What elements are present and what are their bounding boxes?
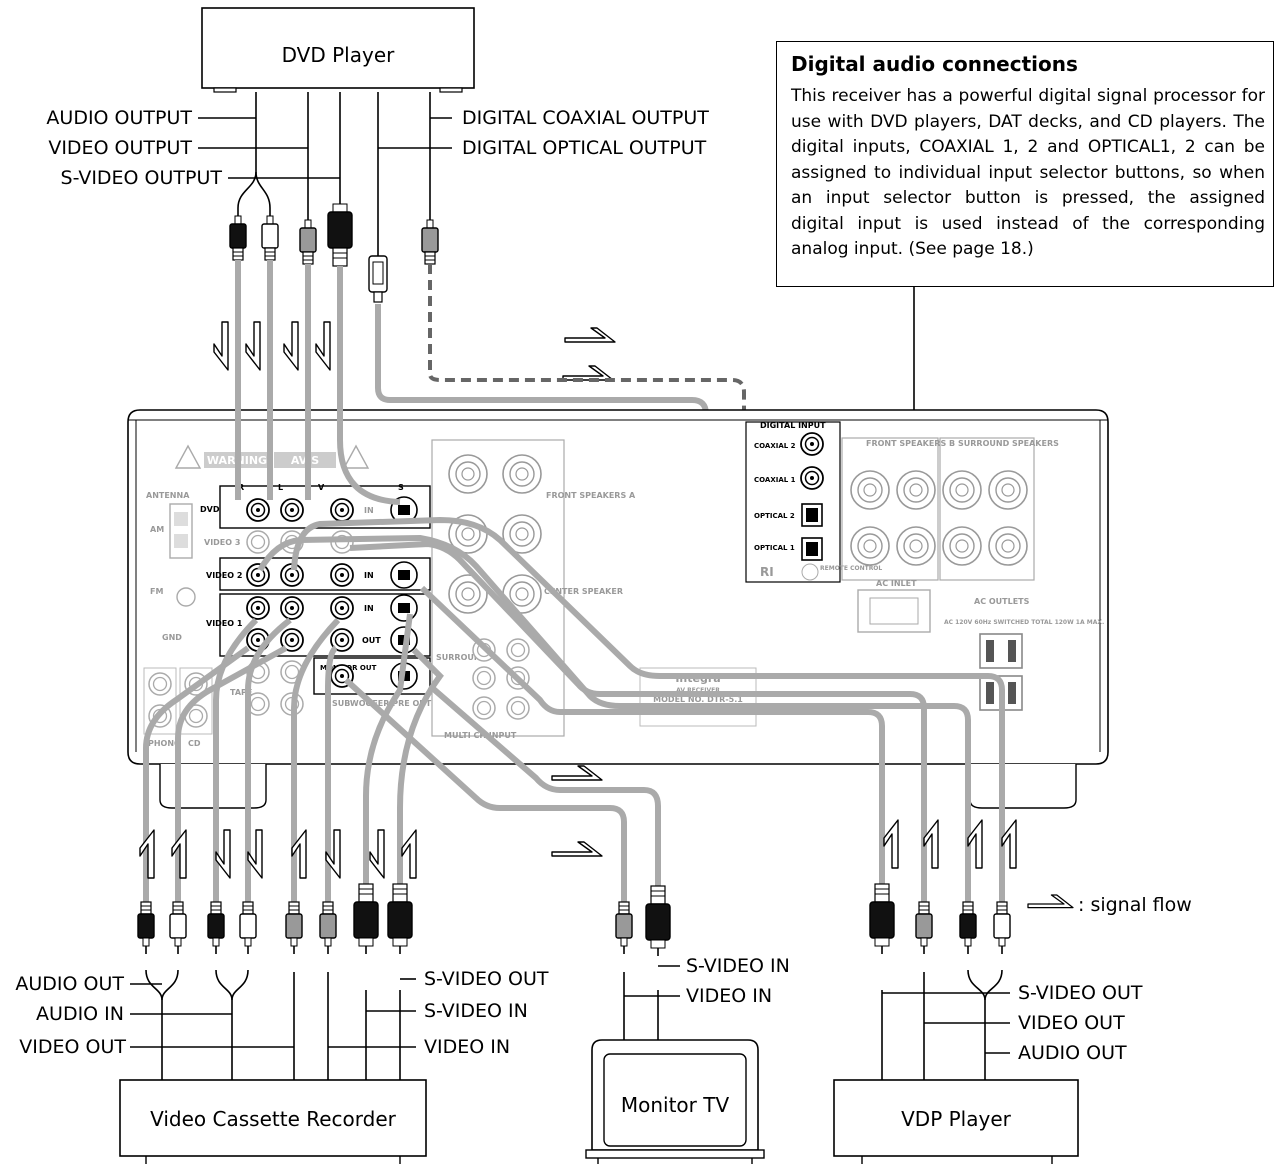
antenna-label: ANTENNA xyxy=(146,491,190,500)
coaxial2-label: COAXIAL 2 xyxy=(754,442,796,450)
audio-output-label: AUDIO OUTPUT xyxy=(46,107,192,129)
front-speakers-b-label: FRONT SPEAKERS B xyxy=(866,439,955,448)
vdp-player-label: VDP Player xyxy=(901,1107,1012,1131)
dvd-player-label: DVD Player xyxy=(282,43,396,67)
vcr-labels: AUDIO OUT AUDIO IN VIDEO OUT S-VIDEO OUT… xyxy=(15,968,549,1058)
vcr-audio-out-label: AUDIO OUT xyxy=(15,973,124,995)
vcr: Video Cassette Recorder xyxy=(119,1079,427,1164)
vdp-svideo-out-label: S-VIDEO OUT xyxy=(1018,982,1143,1004)
svg-text:IN: IN xyxy=(364,506,374,515)
vcr-svideo-out-label: S-VIDEO OUT xyxy=(424,968,549,990)
center-speaker-label: CENTER SPEAKER xyxy=(544,587,623,596)
vdp-video-out-label: VIDEO OUT xyxy=(1018,1012,1125,1034)
note-title: Digital audio connections xyxy=(791,52,1078,76)
model-no-label: MODEL NO. DTR-5.1 xyxy=(653,695,743,704)
surround-label: SURROUND xyxy=(436,653,488,662)
dvd-analog-cables xyxy=(235,260,401,505)
ri-label: RI xyxy=(760,565,774,579)
tv-wires: S-VIDEO IN VIDEO IN xyxy=(623,955,790,1040)
vcr-audio-in-label: AUDIO IN xyxy=(36,1003,124,1025)
am-label: AM xyxy=(150,525,164,534)
ac-inlet-label: AC INLET xyxy=(876,579,917,588)
coaxial1-label: COAXIAL 1 xyxy=(754,476,796,484)
tv-video-in-label: VIDEO IN xyxy=(686,985,772,1007)
phono-label: PHONO xyxy=(148,739,181,748)
signal-flow-arrow-icon xyxy=(1027,894,1074,909)
vcr-video-out-label: VIDEO OUT xyxy=(19,1036,126,1058)
remote-control-label: REMOTE CONTROL xyxy=(820,565,882,572)
digital-coaxial-output-label: DIGITAL COAXIAL OUTPUT xyxy=(462,107,709,129)
ac-outlets-label: AC OUTLETS xyxy=(974,597,1030,606)
monitor-tv-label: Monitor TV xyxy=(621,1093,730,1117)
l-label: L xyxy=(278,483,283,492)
v-label: V xyxy=(318,483,325,492)
note-body: This receiver has a powerful digital sig… xyxy=(791,86,1265,259)
optical1-label: OPTICAL 1 xyxy=(754,544,795,552)
legend: : signal flow xyxy=(1027,894,1192,916)
digital-optical-output-label: DIGITAL OPTICAL OUTPUT xyxy=(462,137,707,159)
output-cables xyxy=(143,516,1005,920)
surround-speakers-label: SURROUND SPEAKERS xyxy=(958,439,1059,448)
video-output-label: VIDEO OUTPUT xyxy=(48,137,192,159)
signal-flow-label: : signal flow xyxy=(1078,894,1192,916)
subwoofer-label: SUBWOOFER PRE OUT xyxy=(332,699,432,708)
dvd-plugs xyxy=(229,195,439,303)
coaxial-digital-cable xyxy=(428,264,746,428)
cd-label: CD xyxy=(188,739,201,748)
vcr-video-in-label: VIDEO IN xyxy=(424,1036,510,1058)
dvd-input-label: DVD xyxy=(200,505,220,514)
tape-label: TAPE xyxy=(230,688,252,697)
optical-plug-icon xyxy=(368,248,388,303)
digital-audio-note: Digital audio connections This receiver … xyxy=(776,41,1274,287)
dvd-cable-labels: AUDIO OUTPUT VIDEO OUTPUT S-VIDEO OUTPUT… xyxy=(46,107,709,189)
svg-text:OUT: OUT xyxy=(362,636,381,645)
ac-rating-label: AC 120V 60Hz SWITCHED TOTAL 120W 1A MAX. xyxy=(944,619,1104,626)
vdp-audio-out-label: AUDIO OUT xyxy=(1018,1042,1127,1064)
vdp-player: VDP Player xyxy=(833,1079,1079,1164)
svideo-output-label: S-VIDEO OUTPUT xyxy=(61,167,223,189)
tv-svideo-in-label: S-VIDEO IN xyxy=(686,955,790,977)
s-label: S xyxy=(398,483,404,492)
svg-text:IN: IN xyxy=(364,571,374,580)
optical2-label: OPTICAL 2 xyxy=(754,512,795,520)
vcr-svideo-in-label: S-VIDEO IN xyxy=(424,1000,528,1022)
digital-input-label: DIGITAL INPUT xyxy=(760,421,826,430)
svg-text:IN: IN xyxy=(364,604,374,613)
signal-arrows-digital xyxy=(562,327,616,381)
vcr-label: Video Cassette Recorder xyxy=(150,1107,397,1131)
multi-ch-label: MULTI CH INPUT xyxy=(444,731,517,740)
vdp-plugs xyxy=(869,883,1011,955)
vcr-wires xyxy=(130,969,416,1080)
video2-label: VIDEO 2 xyxy=(206,571,242,580)
dvd-cables xyxy=(198,92,452,248)
vdp-wires: S-VIDEO OUT VIDEO OUT AUDIO OUT xyxy=(881,969,1143,1080)
video3-label: VIDEO 3 xyxy=(204,538,240,547)
fm-label: FM xyxy=(150,587,163,596)
r-label: R xyxy=(238,483,244,492)
monitor-tv: Monitor TV xyxy=(585,1039,765,1164)
model-type-label: AV RECEIVER xyxy=(676,687,720,694)
video1-label: VIDEO 1 xyxy=(206,619,243,628)
front-speakers-a-label: FRONT SPEAKERS A xyxy=(546,491,636,500)
dvd-player: DVD Player xyxy=(201,7,475,93)
gnd-label: GND xyxy=(162,633,182,642)
av-receiver: WARNING AVIS ANTENNA AM FM GND PHONO CD … xyxy=(127,409,1109,809)
